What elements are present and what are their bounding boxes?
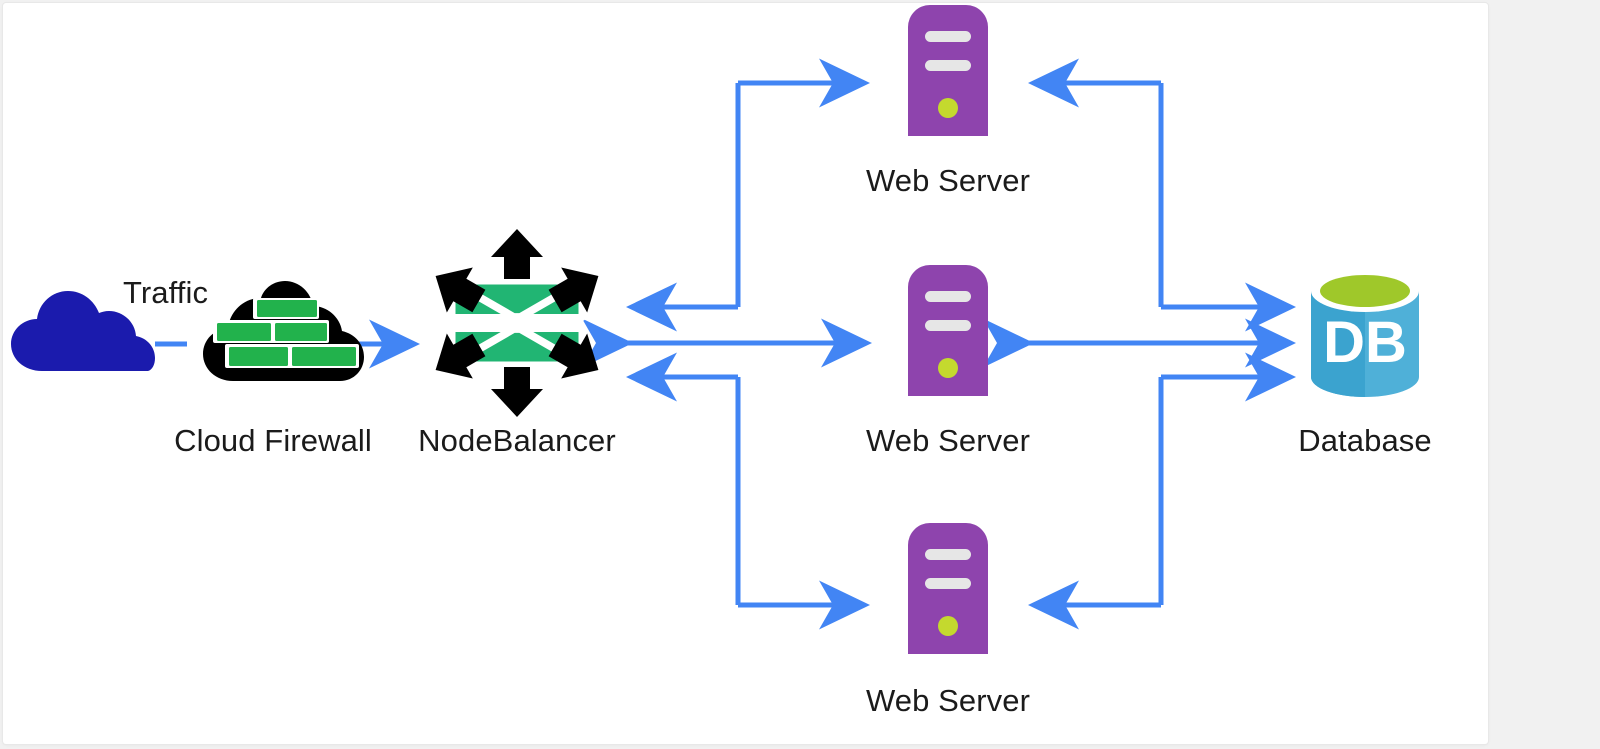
server-icon-1	[908, 5, 988, 136]
label-web-server-1: Web Server	[865, 163, 1031, 198]
architecture-diagram: DB	[11, 5, 1419, 654]
diagram-canvas: DB Traffic Cloud Firewall NodeBalancer W…	[3, 3, 1488, 744]
label-cloud-firewall: Cloud Firewall	[174, 423, 372, 458]
label-nodebalancer: NodeBalancer	[418, 423, 616, 458]
server-icon-2	[908, 265, 988, 396]
firewall-icon	[203, 281, 364, 381]
label-web-server-2: Web Server	[865, 423, 1031, 458]
database-icon: DB	[1311, 270, 1419, 397]
label-database: Database	[1298, 423, 1432, 458]
server-icon-3	[908, 523, 988, 654]
label-web-server-3: Web Server	[865, 683, 1031, 718]
db-glyph-text: DB	[1323, 310, 1407, 375]
nodebalancer-icon	[435, 229, 599, 417]
cloud-icon	[11, 291, 155, 371]
label-traffic: Traffic	[123, 275, 209, 310]
connector-layer	[155, 58, 1297, 630]
